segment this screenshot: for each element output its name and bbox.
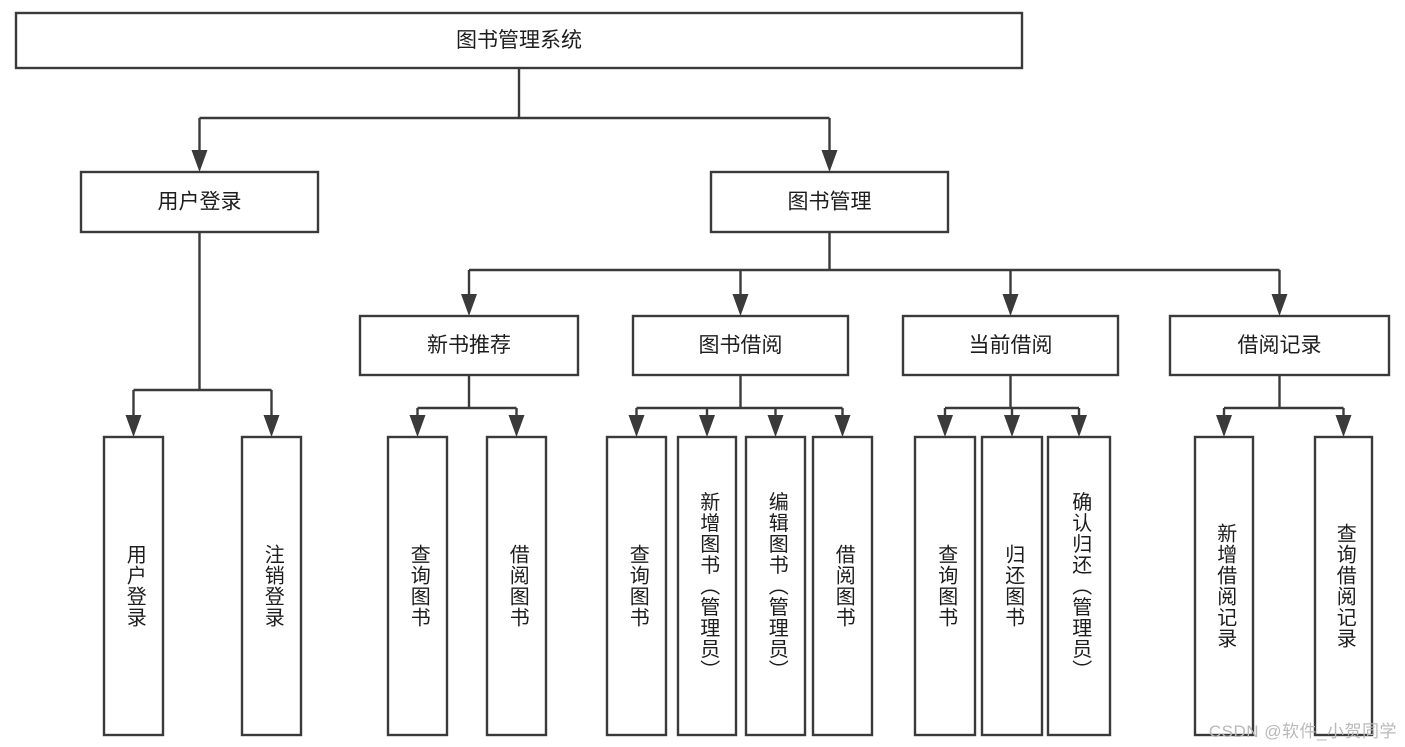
node-编辑图书管理员[interactable]: 编辑图书（管理员） bbox=[744, 435, 807, 737]
node-box[interactable] bbox=[811, 435, 874, 737]
node-查询图书[interactable]: 查询图书 bbox=[386, 435, 449, 737]
node-图书管理系统[interactable]: 图书管理系统 bbox=[14, 11, 1024, 70]
node-图书管理[interactable]: 图书管理 bbox=[709, 170, 950, 234]
node-box[interactable] bbox=[709, 170, 950, 234]
node-label: 借阅图书 bbox=[506, 544, 529, 628]
node-label: 图书管理 bbox=[788, 191, 872, 214]
node-label: 新增图书（管理员） bbox=[697, 491, 720, 680]
arrow-head-icon bbox=[191, 150, 208, 172]
node-查询图书[interactable]: 查询图书 bbox=[913, 435, 977, 737]
arrow-head-icon bbox=[821, 150, 838, 172]
arrow-head-icon bbox=[125, 415, 142, 437]
arrow-head-icon bbox=[409, 415, 426, 437]
node-label: 归还图书 bbox=[1002, 544, 1025, 628]
node-图书借阅[interactable]: 图书借阅 bbox=[631, 314, 850, 377]
node-box[interactable] bbox=[631, 314, 850, 377]
node-box[interactable] bbox=[102, 435, 165, 737]
node-注销登录[interactable]: 注销登录 bbox=[240, 435, 303, 737]
node-box[interactable] bbox=[485, 435, 548, 737]
arrow-head-icon bbox=[461, 294, 477, 316]
arrow-head-icon bbox=[937, 415, 953, 437]
node-box[interactable] bbox=[79, 170, 320, 234]
connector-group-root bbox=[191, 68, 838, 172]
node-查询图书[interactable]: 查询图书 bbox=[605, 435, 668, 737]
node-确认归还管理员[interactable]: 确认归还（管理员） bbox=[1046, 435, 1112, 737]
node-box[interactable] bbox=[676, 435, 738, 737]
node-label: 用户登录 bbox=[123, 544, 146, 628]
node-label: 注销登录 bbox=[261, 544, 284, 628]
node-新书推荐[interactable]: 新书推荐 bbox=[358, 314, 580, 377]
node-借阅图书[interactable]: 借阅图书 bbox=[485, 435, 548, 737]
node-layer: 图书管理系统用户登录图书管理新书推荐图书借阅当前借阅借阅记录用户登录注销登录查询… bbox=[14, 11, 1391, 737]
node-box[interactable] bbox=[1046, 435, 1112, 737]
node-用户登录[interactable]: 用户登录 bbox=[102, 435, 165, 737]
connector-group-bookmgmt bbox=[461, 232, 1288, 316]
connector-group-newbook bbox=[409, 375, 525, 437]
arrow-head-icon bbox=[1335, 415, 1352, 437]
node-label: 编辑图书（管理员） bbox=[765, 491, 788, 680]
node-label: 确认归还（管理员） bbox=[1069, 491, 1092, 680]
node-label: 新增借阅记录 bbox=[1214, 523, 1237, 649]
node-box[interactable] bbox=[240, 435, 303, 737]
node-box[interactable] bbox=[386, 435, 449, 737]
arrow-head-icon bbox=[263, 415, 280, 437]
watermark-label: CSDN @软件_小贺同学 bbox=[1208, 722, 1397, 741]
node-box[interactable] bbox=[901, 314, 1120, 377]
node-新增图书管理员[interactable]: 新增图书（管理员） bbox=[676, 435, 738, 737]
connector-group-login bbox=[125, 232, 280, 437]
connector-group-current bbox=[937, 375, 1087, 437]
node-box[interactable] bbox=[980, 435, 1044, 737]
arrow-head-icon bbox=[699, 415, 715, 437]
node-box[interactable] bbox=[913, 435, 977, 737]
node-label: 图书管理系统 bbox=[456, 29, 582, 52]
connector-layer bbox=[125, 68, 1352, 437]
arrow-head-icon bbox=[508, 415, 525, 437]
arrow-head-icon bbox=[1002, 294, 1019, 316]
node-label: 借阅图书 bbox=[832, 544, 855, 628]
node-box[interactable] bbox=[358, 314, 580, 377]
node-label: 用户登录 bbox=[158, 191, 242, 214]
node-label: 借阅记录 bbox=[1238, 334, 1322, 357]
node-label: 查询借阅记录 bbox=[1333, 523, 1356, 649]
node-新增借阅记录[interactable]: 新增借阅记录 bbox=[1193, 435, 1255, 737]
node-借阅图书[interactable]: 借阅图书 bbox=[811, 435, 874, 737]
arrow-head-icon bbox=[767, 415, 784, 437]
node-box[interactable] bbox=[1193, 435, 1255, 737]
node-用户登录[interactable]: 用户登录 bbox=[79, 170, 320, 234]
node-label: 查询图书 bbox=[626, 544, 649, 628]
node-box[interactable] bbox=[1313, 435, 1374, 737]
node-当前借阅[interactable]: 当前借阅 bbox=[901, 314, 1120, 377]
node-label: 图书借阅 bbox=[699, 334, 783, 357]
node-box[interactable] bbox=[744, 435, 807, 737]
node-查询借阅记录[interactable]: 查询借阅记录 bbox=[1313, 435, 1374, 737]
node-box[interactable] bbox=[14, 11, 1024, 70]
node-label: 当前借阅 bbox=[969, 334, 1053, 357]
node-label: 新书推荐 bbox=[427, 334, 511, 357]
node-box[interactable] bbox=[605, 435, 668, 737]
arrow-head-icon bbox=[1216, 415, 1232, 437]
arrow-head-icon bbox=[1271, 294, 1288, 316]
node-归还图书[interactable]: 归还图书 bbox=[980, 435, 1044, 737]
arrow-head-icon bbox=[1004, 415, 1020, 437]
connector-group-borrow bbox=[628, 375, 851, 437]
arrow-head-icon bbox=[1071, 415, 1087, 437]
connector-group-records bbox=[1216, 375, 1352, 437]
node-借阅记录[interactable]: 借阅记录 bbox=[1168, 314, 1391, 377]
node-label: 查询图书 bbox=[407, 544, 430, 628]
node-label: 查询图书 bbox=[935, 544, 958, 628]
arrow-head-icon bbox=[834, 415, 851, 437]
arrow-head-icon bbox=[732, 294, 749, 316]
node-box[interactable] bbox=[1168, 314, 1391, 377]
arrow-head-icon bbox=[628, 415, 645, 437]
